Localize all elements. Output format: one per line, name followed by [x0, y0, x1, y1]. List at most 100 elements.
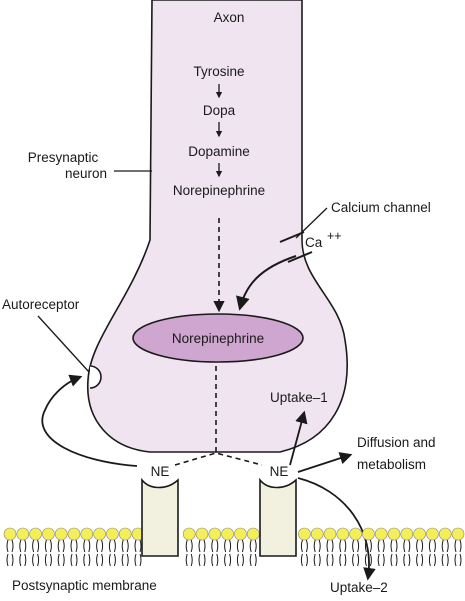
tyrosine-label: Tyrosine	[193, 64, 244, 79]
ne-left-label: NE	[151, 464, 170, 479]
lipid-tail	[416, 553, 424, 567]
lipid-head	[362, 527, 375, 541]
lipid-tail	[428, 539, 436, 553]
lipid-head	[195, 527, 209, 541]
lipid-head	[234, 527, 247, 541]
vesicle-label: Norepinephrine	[172, 331, 264, 346]
postsynaptic-membrane-label: Postsynaptic membrane	[12, 578, 157, 593]
lipid-tail	[96, 553, 104, 567]
lipid-tail	[224, 539, 232, 553]
lipid-head	[29, 527, 42, 541]
lipid-tail	[313, 539, 321, 553]
lipid-tail	[390, 553, 398, 567]
postsynaptic-receptor-right	[259, 477, 297, 557]
presynaptic-label-line1: Presynaptic	[28, 150, 99, 165]
lipid-tail	[211, 539, 219, 553]
lipid-tail	[70, 539, 78, 553]
lipid-head	[451, 527, 465, 541]
lipid-tail	[454, 553, 462, 567]
lipid-tail	[339, 539, 347, 553]
autoreceptor-feedback-arrow	[41, 374, 138, 467]
lipid-tail	[377, 539, 385, 553]
norepinephrine-synthesis-label: Norepinephrine	[173, 183, 265, 198]
uptake1-arrow	[289, 410, 308, 466]
axon-label: Axon	[214, 10, 245, 25]
lipid-head	[438, 527, 452, 541]
lipid-tail	[70, 553, 78, 567]
lipid-tail	[249, 553, 257, 567]
lipid-head	[16, 527, 30, 541]
lipid-tail	[108, 539, 116, 553]
lipid-head	[93, 527, 106, 541]
uptake2-label: Uptake–2	[330, 580, 388, 595]
lipid-tail	[300, 553, 308, 567]
lipid-tail	[236, 539, 244, 553]
lipid-head	[182, 527, 196, 541]
lipid-head	[374, 527, 388, 541]
lipid-head	[400, 527, 414, 541]
lipid-head	[42, 527, 55, 541]
lipid-tail	[236, 553, 244, 567]
lipid-tail	[185, 553, 193, 567]
lipid-tail	[121, 553, 129, 567]
lipid-tail	[32, 553, 40, 567]
lipid-tail	[403, 539, 411, 553]
autoreceptor-label: Autoreceptor	[2, 297, 80, 312]
lipid-tail	[454, 539, 462, 553]
lipid-tail	[96, 539, 104, 553]
lipid-tail	[19, 539, 27, 553]
lipid-tail	[249, 539, 257, 553]
dopa-label: Dopa	[203, 103, 236, 118]
postsynaptic-receptor-left	[141, 477, 179, 557]
calcium-charge-label: ++	[327, 229, 342, 243]
lipid-tail	[364, 539, 372, 553]
lipid-tail	[339, 553, 347, 567]
lipid-tail	[441, 539, 449, 553]
autoreceptor-site	[89, 365, 102, 389]
calcium-channel-pointer	[295, 207, 328, 239]
lipid-tail	[134, 539, 142, 553]
lipid-head	[3, 527, 17, 541]
lipid-head	[323, 527, 337, 541]
lipid-tail	[428, 553, 436, 567]
autoreceptor-pointer	[37, 315, 90, 373]
lipid-tail	[108, 553, 116, 567]
lipid-tail	[32, 539, 40, 553]
dopamine-label: Dopamine	[188, 144, 250, 159]
lipid-head	[208, 527, 222, 541]
lipid-tail	[134, 553, 142, 567]
lipid-tail	[300, 539, 308, 553]
lipid-tail	[364, 553, 372, 567]
lipid-tail	[390, 539, 398, 553]
lipid-tail	[377, 553, 385, 567]
calcium-influx-arrow	[236, 255, 297, 311]
lipid-tail	[57, 553, 65, 567]
lipid-head	[298, 527, 311, 541]
lipid-tail	[6, 539, 14, 553]
lipid-tail	[185, 539, 193, 553]
lipid-head	[336, 527, 350, 541]
diffusion-label-line1: Diffusion and	[357, 435, 436, 450]
lipid-tail	[403, 553, 411, 567]
lipid-tail	[44, 553, 52, 567]
uptake1-label: Uptake–1	[270, 390, 328, 405]
ne-right-label: NE	[270, 464, 289, 479]
lipid-tail	[224, 553, 232, 567]
lipid-tail	[57, 539, 65, 553]
diffusion-arrow	[297, 452, 353, 473]
lipid-tail	[19, 553, 27, 567]
lipid-tail	[326, 539, 334, 553]
lipid-tail	[6, 553, 14, 567]
lipid-head	[106, 527, 119, 541]
norepinephrine-vesicle	[132, 313, 304, 363]
lipid-head	[221, 527, 234, 541]
lipid-head	[54, 527, 68, 541]
lipid-head	[246, 527, 260, 541]
postsynaptic-membrane	[3, 527, 465, 567]
lipid-tail	[198, 539, 206, 553]
lipid-tail	[44, 539, 52, 553]
lipid-tail	[83, 539, 91, 553]
presynaptic-label-line2: neuron	[65, 166, 107, 181]
lipid-tail	[441, 553, 449, 567]
